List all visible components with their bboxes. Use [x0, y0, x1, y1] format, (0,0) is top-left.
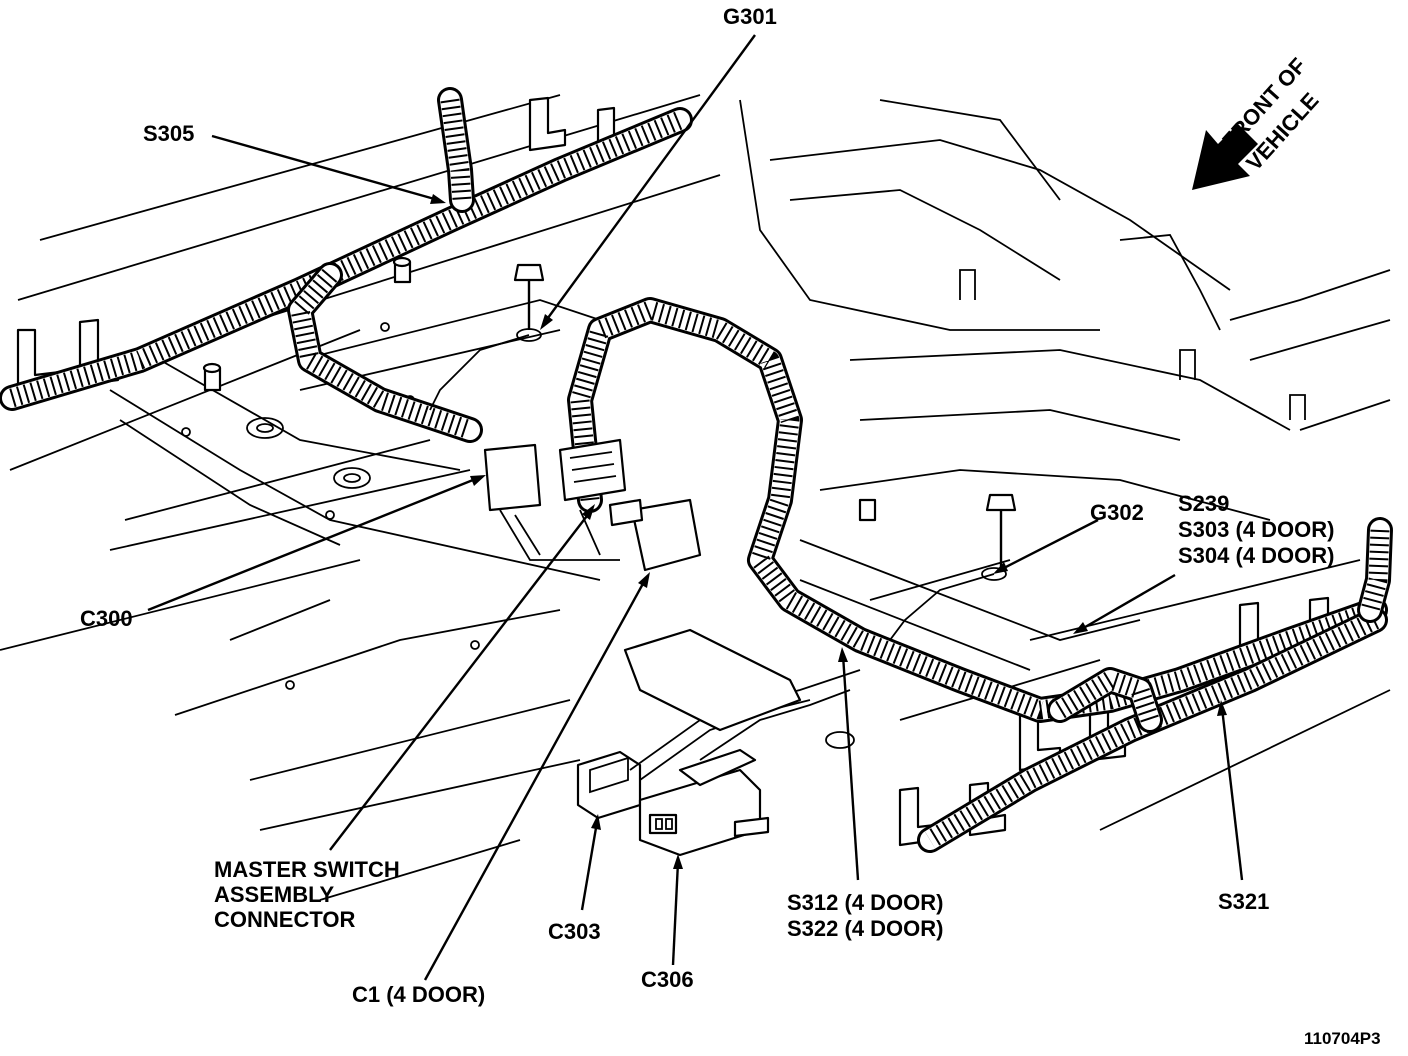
direction-arrow-icon: [1192, 124, 1258, 190]
ground-bolts: [429, 263, 1017, 641]
label-master-switch-line2: ASSEMBLY: [214, 882, 335, 907]
callout-labels: G301 S305 C300 G302 S239 S303 (4 DOOR) S…: [80, 4, 1381, 1048]
label-g301: G301: [723, 4, 777, 29]
label-s321: S321: [1218, 889, 1269, 914]
connectors: [483, 438, 861, 857]
figure-id: 110704P3: [1304, 1029, 1381, 1048]
label-s304: S304 (4 DOOR): [1178, 543, 1335, 568]
label-master-switch-line1: MASTER SWITCH: [214, 857, 400, 882]
label-c306: C306: [641, 967, 694, 992]
label-c300: C300: [80, 606, 133, 631]
label-c1: C1 (4 DOOR): [352, 982, 485, 1007]
label-master-switch-line3: CONNECTOR: [214, 907, 355, 932]
label-c303: C303: [548, 919, 601, 944]
leader-lines: [147, 34, 1244, 981]
label-s305: S305: [143, 121, 194, 146]
wiring-harness: [0, 87, 1393, 853]
label-s303: S303 (4 DOOR): [1178, 517, 1335, 542]
label-s312: S312 (4 DOOR): [787, 890, 944, 915]
label-s322: S322 (4 DOOR): [787, 916, 944, 941]
front-of-vehicle-indicator: FRONT OF VEHICLE: [1192, 53, 1324, 190]
label-g302: G302: [1090, 500, 1144, 525]
label-s239: S239: [1178, 491, 1229, 516]
